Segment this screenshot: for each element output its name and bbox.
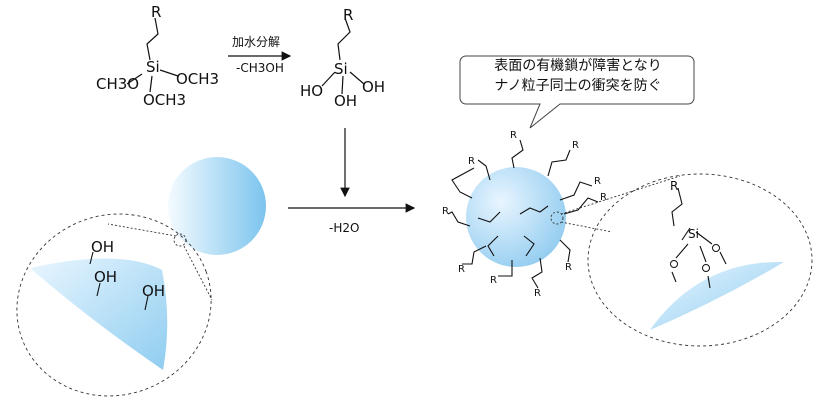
- organic-chains: [447, 139, 599, 289]
- svg-text:R: R: [490, 275, 497, 286]
- bound-silane: [671, 187, 727, 289]
- bound-silane-r-label: R: [670, 179, 679, 193]
- reactant-methoxy-left: CH3O: [96, 75, 140, 93]
- reactant-r-label: R: [151, 3, 162, 21]
- svg-text:R: R: [565, 262, 572, 273]
- zoom-line-right-bottom: [560, 221, 613, 233]
- svg-text:R: R: [468, 156, 475, 167]
- bond-si-oh-bottom: [341, 75, 344, 95]
- zoom-origin-right: [550, 211, 564, 225]
- bound-silane-o-markers: [670, 244, 720, 272]
- surface-oh-2: OH: [94, 268, 118, 286]
- silanol-oh-left: HO: [300, 82, 324, 100]
- silanol-oh-bottom: OH: [334, 92, 358, 110]
- bond-si-o-right: [159, 69, 179, 77]
- bond-si-oh-right: [349, 71, 365, 85]
- bare-nanoparticle: [168, 157, 266, 255]
- silanol-chain: [337, 17, 351, 61]
- hydrolysis-label: 加水分解: [232, 35, 281, 49]
- reactant-molecule: [126, 17, 179, 93]
- surface-oh-1: OH: [91, 238, 115, 256]
- callout-text: 表面の有機鎖が障害となり ナノ粒子同士の衝突を防ぐ: [472, 56, 684, 96]
- methanol-byproduct: -CH3OH: [236, 61, 284, 75]
- svg-text:R: R: [510, 130, 517, 141]
- surface-segment-left: [30, 258, 168, 370]
- water-byproduct: -H2O: [329, 221, 360, 235]
- callout-line-2: ナノ粒子同士の衝突を防ぐ: [494, 78, 662, 94]
- bound-silane-si-label: Si: [688, 227, 699, 241]
- svg-text:R: R: [594, 176, 601, 187]
- zoom-bubble-right: [587, 173, 813, 347]
- svg-text:R: R: [442, 206, 449, 217]
- zoom-bubble-left: [16, 213, 212, 397]
- zoom-line-right-top: [560, 175, 681, 215]
- reactant-methoxy-bottom: OCH3: [143, 91, 187, 109]
- svg-text:R: R: [458, 264, 465, 275]
- callout-line-1: 表面の有機鎖が障害となり: [494, 58, 662, 74]
- callout-bubble: [459, 55, 695, 129]
- svg-text:R: R: [600, 192, 607, 203]
- surface-segment-right: [650, 261, 784, 330]
- bond-si-o-left: [126, 73, 143, 85]
- bond-si-oh-left: [321, 71, 336, 87]
- reactant-si-label: Si: [146, 58, 160, 76]
- svg-text:R: R: [534, 288, 541, 299]
- surface-oh-3: OH: [142, 282, 166, 300]
- silanol-r-label: R: [343, 6, 354, 24]
- silanol-oh-right: OH: [362, 78, 386, 96]
- coated-nanoparticle: [466, 167, 566, 267]
- surface-oh-bonds: [89, 251, 149, 311]
- chain-end-r-markers: R R R R R R R R R R: [442, 130, 607, 299]
- silanol-molecule: [321, 17, 365, 95]
- svg-text:R: R: [572, 140, 579, 151]
- silanol-si-label: Si: [334, 60, 348, 78]
- zoom-line-top: [107, 223, 177, 237]
- reactant-methoxy-right: OCH3: [176, 70, 220, 88]
- alkyl-chain: [146, 17, 159, 61]
- bond-si-o-bottom: [149, 75, 153, 93]
